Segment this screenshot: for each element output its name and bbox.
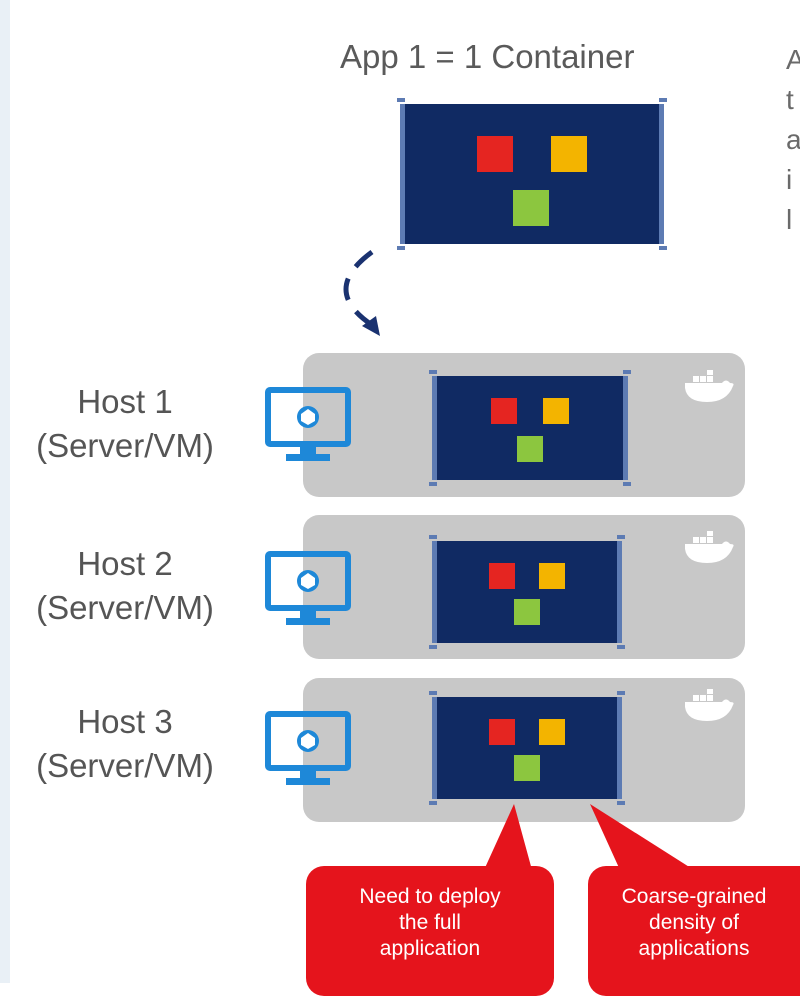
host-label-3: Host 3 (Server/VM) xyxy=(10,700,240,788)
green-square xyxy=(514,755,540,781)
diagram-title: App 1 = 1 Container xyxy=(340,38,635,75)
container-icon xyxy=(429,535,625,649)
docker-whale-icon xyxy=(685,689,734,721)
red-square xyxy=(491,398,517,424)
callout-line: applications xyxy=(638,937,750,960)
red-square xyxy=(489,563,515,589)
callout-coarse-density: Coarse-grained density of applications xyxy=(588,866,800,996)
cropped-text-fragment: l xyxy=(786,204,793,235)
callout-line: density of xyxy=(649,911,739,934)
host-label-2: Host 2 (Server/VM) xyxy=(10,542,240,630)
monitor-icon xyxy=(265,387,351,461)
docker-whale-icon xyxy=(685,531,734,563)
yellow-square xyxy=(543,398,569,424)
host-label-1: Host 1 (Server/VM) xyxy=(10,380,240,468)
red-square xyxy=(477,136,513,172)
docker-whale-icon xyxy=(685,370,734,402)
container-icon xyxy=(429,370,631,486)
host-name: Host 1 xyxy=(77,383,173,420)
red-square xyxy=(489,719,515,745)
host-type: (Server/VM) xyxy=(36,589,214,626)
cropped-text-fragment: t xyxy=(786,84,794,115)
yellow-square xyxy=(551,136,587,172)
host-name: Host 2 xyxy=(77,545,173,582)
callout-line: Need to deploy xyxy=(359,885,501,908)
host-type: (Server/VM) xyxy=(36,427,214,464)
cropped-text-fragment: a xyxy=(786,124,800,155)
left-edge-strip xyxy=(0,0,10,983)
host-name: Host 3 xyxy=(77,703,173,740)
callout-line: application xyxy=(379,937,481,960)
callout-line: the full xyxy=(399,911,461,934)
monitor-icon xyxy=(265,711,351,785)
green-square xyxy=(513,190,549,226)
cropped-text-fragment: A xyxy=(786,44,800,75)
yellow-square xyxy=(539,563,565,589)
green-square xyxy=(517,436,543,462)
yellow-square xyxy=(539,719,565,745)
cropped-side-text: A t a i l xyxy=(786,40,800,280)
monitor-icon xyxy=(265,551,351,625)
cropped-text-fragment: i xyxy=(786,164,793,195)
container-icon xyxy=(429,691,625,805)
callout-line: Coarse-grained xyxy=(621,885,767,908)
green-square xyxy=(514,599,540,625)
host-type: (Server/VM) xyxy=(36,747,214,784)
callout-deploy-full-app: Need to deploy the full application xyxy=(306,866,554,996)
app-container-icon xyxy=(397,98,667,250)
